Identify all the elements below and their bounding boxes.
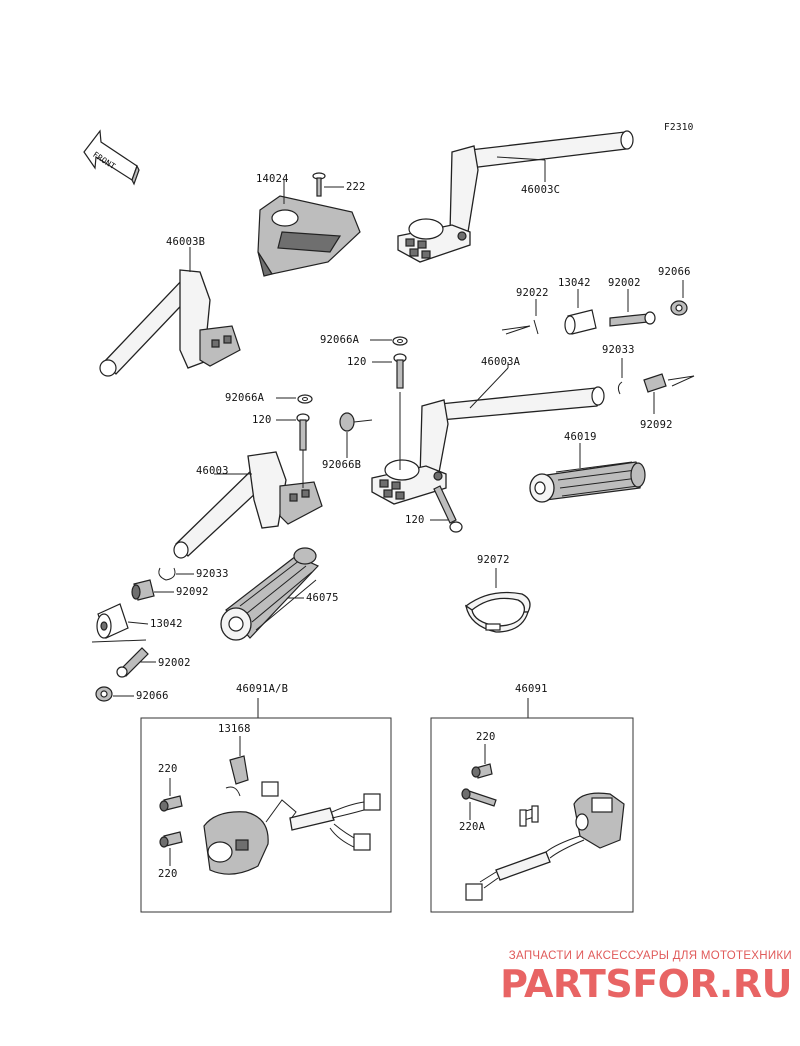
weight-92092-top: [643, 373, 667, 393]
label-92002-left: 92002: [158, 657, 191, 669]
label-92002-top: 92002: [608, 277, 641, 289]
collar-13042-left: [96, 603, 129, 639]
label-46091AB: 46091A/B: [236, 683, 289, 695]
handlebar-46003: [173, 451, 323, 559]
washer-92066A-left: [297, 394, 313, 404]
label-46003: 46003: [196, 465, 229, 477]
label-120-lower-right: 120: [405, 514, 425, 526]
bolt-222: [312, 172, 326, 197]
top-cover-14024: [257, 195, 361, 277]
label-92072: 92072: [477, 554, 510, 566]
label-92022: 92022: [516, 287, 549, 299]
cap-92066B: [339, 412, 355, 432]
label-92066A-left: 92066A: [225, 392, 265, 404]
watermark-logo: PARTSFOR.RU: [500, 962, 792, 1006]
bolt-92002-left: [116, 647, 149, 678]
nut-92066-top: [670, 300, 688, 316]
handlebar-46003B: [99, 269, 241, 377]
label-220A: 220A: [459, 821, 486, 833]
clip-92033-left: [158, 567, 176, 581]
switch-assembly-46091: [430, 698, 634, 913]
label-92092-top: 92092: [640, 419, 673, 431]
clamp-band-92072: [464, 591, 531, 633]
label-220-lower: 220: [158, 868, 178, 880]
label-92092-left: 92092: [176, 586, 209, 598]
label-220-upper: 220: [158, 763, 178, 775]
label-46091: 46091: [515, 683, 548, 695]
collar-13042-top: [564, 309, 597, 335]
label-46003A: 46003A: [481, 356, 521, 368]
figure-code: F2310: [664, 122, 694, 133]
watermark-tagline: ЗАПЧАСТИ И АКСЕССУАРЫ ДЛЯ МОТОТЕХНИКИ: [508, 950, 792, 962]
label-46003B: 46003B: [166, 236, 206, 248]
front-arrow-icon: [83, 129, 140, 186]
label-92066-top: 92066: [658, 266, 691, 278]
label-120-left: 120: [252, 414, 272, 426]
bolt-120-upper-right: [393, 353, 407, 389]
label-13168: 13168: [218, 723, 251, 735]
label-13042-top: 13042: [558, 277, 591, 289]
label-92066B: 92066B: [322, 459, 362, 471]
weight-92092-left: [131, 579, 155, 601]
clip-92033-top: [617, 381, 623, 395]
grip-46019: [529, 461, 646, 503]
nut-92066-left: [95, 686, 113, 702]
label-46019: 46019: [564, 431, 597, 443]
washer-92066A-right: [392, 336, 408, 346]
grip-46075: [220, 547, 320, 641]
bolt-92002-top: [609, 311, 656, 327]
pin-92022: [501, 319, 539, 335]
label-92066A-right: 92066A: [320, 334, 360, 346]
label-13042-left: 13042: [150, 618, 183, 630]
label-92066-left: 92066: [136, 690, 169, 702]
label-220-right: 220: [476, 731, 496, 743]
switch-assembly-46091AB: [140, 698, 392, 913]
bolt-120-left: [296, 413, 310, 451]
label-46075: 46075: [306, 592, 339, 604]
label-92033-left: 92033: [196, 568, 229, 580]
label-46003C: 46003C: [521, 184, 561, 196]
label-14024: 14024: [256, 173, 289, 185]
label-92033-top: 92033: [602, 344, 635, 356]
label-222: 222: [346, 181, 366, 193]
label-120-upper-right: 120: [347, 356, 367, 368]
handlebar-46003A: [371, 386, 605, 505]
handlebar-46003C: [397, 130, 634, 263]
bolt-120-lower-right: [433, 485, 463, 533]
